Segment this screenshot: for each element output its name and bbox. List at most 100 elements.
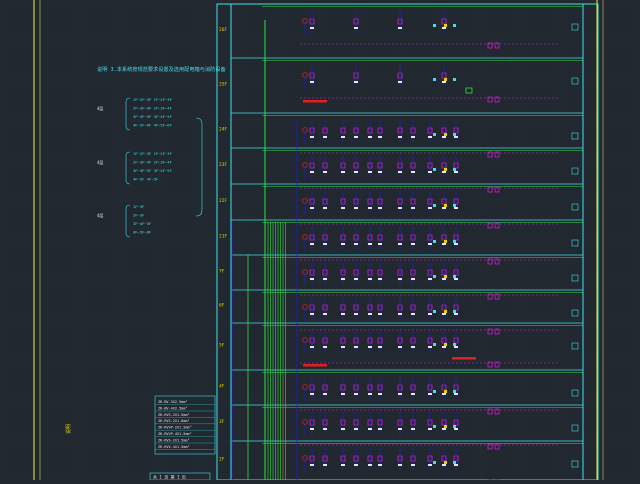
notes-line: ZR-RVS-2X1.5mm²: [158, 413, 190, 417]
device-tag: [368, 346, 372, 348]
device-tag: [368, 278, 372, 280]
device-tag: [378, 243, 382, 245]
device-tag: [411, 207, 415, 209]
device-tag: [368, 313, 372, 315]
device-tag: [454, 136, 458, 138]
device-tag: [341, 136, 345, 138]
device-tag: [378, 207, 382, 209]
device-tag: [398, 136, 402, 138]
device-tag: [442, 428, 446, 430]
device-tag: [428, 136, 432, 138]
device-tag: [454, 313, 458, 315]
device-tag: [411, 278, 415, 280]
device-tag: [323, 136, 327, 138]
device-tag: [368, 171, 372, 173]
device-tag: [310, 243, 314, 245]
device-tag: [368, 464, 372, 466]
device-tag: [378, 393, 382, 395]
legend-line: 3F~4F~5F: [133, 221, 152, 226]
device-tag: [411, 243, 415, 245]
detector-mark: [433, 275, 436, 278]
device-tag: [354, 171, 358, 173]
notes-line: ZR-RVVP-2X1.5mm²: [158, 426, 192, 430]
edge-terminal: [571, 342, 579, 350]
device-tag: [310, 278, 314, 280]
floor-label: 22F: [219, 198, 227, 204]
device-tag: [378, 136, 382, 138]
device-box: [494, 42, 500, 49]
floor-label: 26F: [219, 27, 227, 33]
floor-label: 7F: [219, 269, 225, 275]
floor-label: 25F: [219, 82, 227, 88]
notes-line: ZR-KVV-4X1.5mm²: [158, 445, 190, 449]
device-tag: [442, 346, 446, 348]
device-tag: [454, 171, 458, 173]
device-tag: [310, 428, 314, 430]
device-tag: [442, 171, 446, 173]
device-tag: [341, 313, 345, 315]
device-tag: [428, 464, 432, 466]
device-tag: [341, 346, 345, 348]
device-tag: [454, 428, 458, 430]
detector-mark: [444, 168, 447, 171]
edge-terminal: [571, 389, 579, 397]
device-tag: [411, 136, 415, 138]
device-tag: [341, 393, 345, 395]
device-tag: [354, 428, 358, 430]
device-tag: [378, 171, 382, 173]
device-tag: [398, 393, 402, 395]
detector-mark: [444, 78, 447, 81]
device-tag: [341, 171, 345, 173]
device-box: [494, 151, 500, 158]
device-box: [494, 361, 500, 368]
device-box: [487, 186, 493, 193]
detector-mark: [453, 24, 456, 27]
device-tag: [428, 278, 432, 280]
device-tag: [323, 171, 327, 173]
detector-mark: [444, 133, 447, 136]
legend-line: 1F~2F~3F 1F~2F~3F: [133, 97, 173, 102]
floor-label: 24F: [219, 127, 227, 133]
device-tag: [411, 393, 415, 395]
device-tag: [341, 278, 345, 280]
device-box: [494, 186, 500, 193]
device-tag: [411, 313, 415, 315]
device-tag: [398, 464, 402, 466]
notes-lines: ZR-BV-3X2.5mm²ZR-BV-4X2.5mm²ZR-RVS-2X1.5…: [155, 400, 215, 450]
legend-line: 4F~5F 4F~5F: [133, 177, 159, 182]
device-box: [494, 408, 500, 415]
legend-brace: [125, 204, 131, 238]
floor-devices: [302, 11, 579, 484]
device-tag: [354, 27, 358, 29]
device-tag: [354, 243, 358, 245]
device-tag: [310, 464, 314, 466]
detector-mark: [453, 275, 456, 278]
device-tag: [454, 464, 458, 466]
legend-line: 3F~4F~5F 3F~4F~5F: [133, 114, 173, 119]
detector-mark: [433, 390, 436, 393]
device-tag: [411, 346, 415, 348]
terminal-box: [465, 87, 473, 94]
device-tag: [310, 393, 314, 395]
detector-mark: [453, 133, 456, 136]
device-box: [494, 222, 500, 229]
detector-mark: [433, 425, 436, 428]
detector-mark: [453, 240, 456, 243]
device-tag: [428, 207, 432, 209]
device-tag: [323, 393, 327, 395]
legend-line: 1F~2F~3F 1F~2F~3F: [133, 151, 173, 156]
detector-mark: [433, 168, 436, 171]
device-tag: [378, 346, 382, 348]
device-tag: [454, 243, 458, 245]
device-tag: [442, 27, 446, 29]
device-tag: [442, 278, 446, 280]
device-box: [487, 258, 493, 265]
detector-mark: [453, 204, 456, 207]
floor-label: 3F: [219, 419, 225, 425]
device-tag: [310, 81, 314, 83]
device-box: [494, 96, 500, 103]
notes-line: ZR-RVVP-4X1.5mm²: [158, 432, 192, 436]
